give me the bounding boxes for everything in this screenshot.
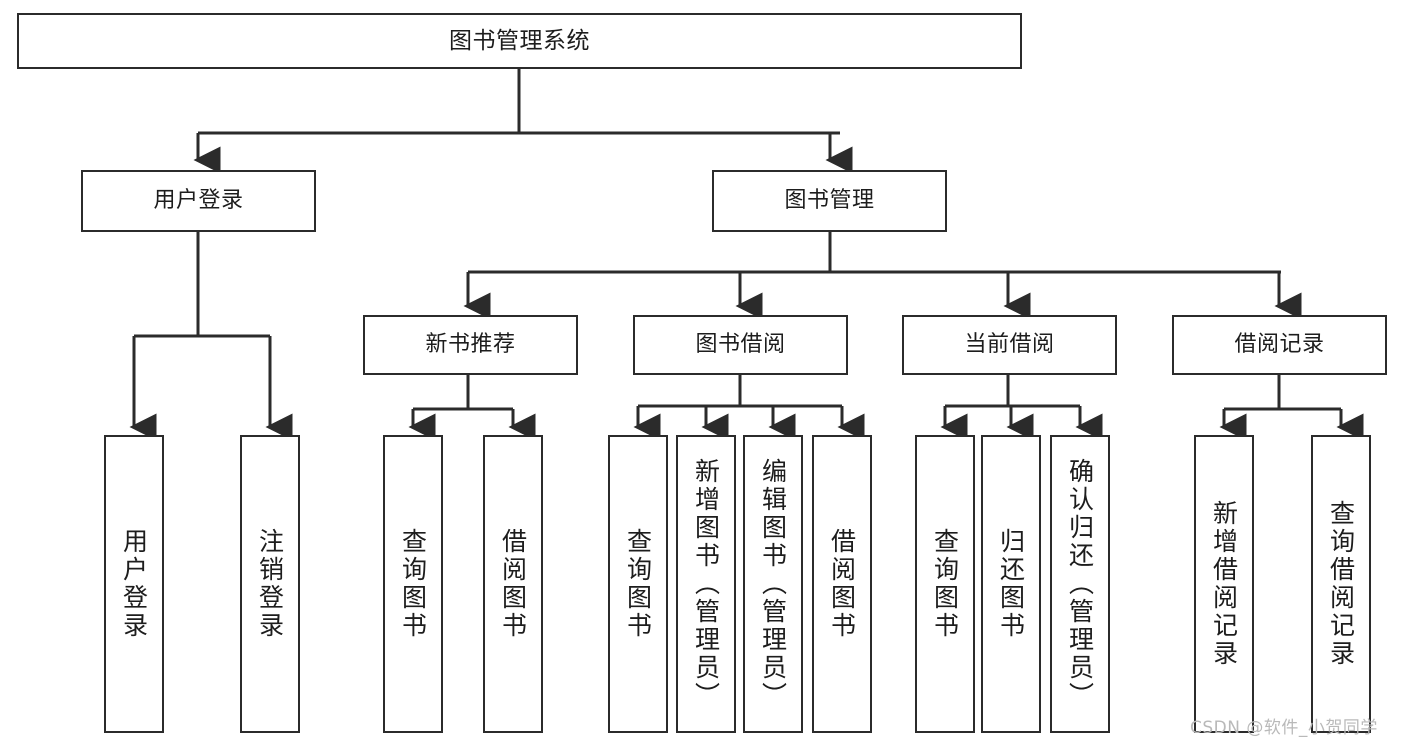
node-book-management-label: 图书管理 [784,187,875,213]
node-current-borrow-label: 当前借阅 [964,331,1055,357]
node-book-borrow[interactable]: 图书借阅 [633,315,848,375]
leaf-user-login-login[interactable]: 用户登录 [104,435,164,733]
node-current-borrow[interactable]: 当前借阅 [902,315,1117,375]
leaf-current-query-book[interactable]: 查询图书 [915,435,975,733]
node-root-label: 图书管理系统 [449,27,590,54]
leaf-borrow-add-book-admin[interactable]: 新增图书（管理员） [676,435,736,733]
node-borrow-record[interactable]: 借阅记录 [1172,315,1387,375]
watermark: CSDN @软件_小贺同学 [1190,718,1378,738]
leaf-recommend-query-book-label: 查询图书 [398,528,428,640]
node-user-login[interactable]: 用户登录 [81,170,316,232]
leaf-user-login-logout-label: 注销登录 [255,528,285,640]
leaf-user-login-login-label: 用户登录 [119,528,149,640]
leaf-user-login-logout[interactable]: 注销登录 [240,435,300,733]
node-borrow-record-label: 借阅记录 [1234,331,1325,357]
node-book-borrow-label: 图书借阅 [695,331,786,357]
leaf-current-return-book[interactable]: 归还图书 [981,435,1041,733]
leaf-record-query-record-label: 查询借阅记录 [1326,500,1356,668]
leaf-borrow-edit-book-admin[interactable]: 编辑图书（管理员） [743,435,803,733]
leaf-recommend-query-book[interactable]: 查询图书 [383,435,443,733]
leaf-borrow-borrow-book[interactable]: 借阅图书 [812,435,872,733]
leaf-current-confirm-return-admin[interactable]: 确认归还（管理员） [1050,435,1110,733]
leaf-record-add-record[interactable]: 新增借阅记录 [1194,435,1254,733]
leaf-borrow-borrow-book-label: 借阅图书 [827,528,857,640]
node-user-login-label: 用户登录 [153,187,244,213]
leaf-record-query-record[interactable]: 查询借阅记录 [1311,435,1371,733]
leaf-recommend-borrow-book-label: 借阅图书 [498,528,528,640]
node-root[interactable]: 图书管理系统 [17,13,1022,69]
node-new-book-recommend[interactable]: 新书推荐 [363,315,578,375]
leaf-recommend-borrow-book[interactable]: 借阅图书 [483,435,543,733]
node-new-book-recommend-label: 新书推荐 [425,331,516,357]
leaf-record-add-record-label: 新增借阅记录 [1209,500,1239,668]
leaf-borrow-query-book[interactable]: 查询图书 [608,435,668,733]
leaf-borrow-query-book-label: 查询图书 [623,528,653,640]
leaf-current-return-book-label: 归还图书 [996,528,1026,640]
leaf-current-query-book-label: 查询图书 [930,528,960,640]
leaf-current-confirm-return-admin-label: 确认归还（管理员） [1065,458,1095,710]
node-book-management[interactable]: 图书管理 [712,170,947,232]
leaf-borrow-add-book-admin-label: 新增图书（管理员） [691,458,721,710]
leaf-borrow-edit-book-admin-label: 编辑图书（管理员） [758,458,788,710]
